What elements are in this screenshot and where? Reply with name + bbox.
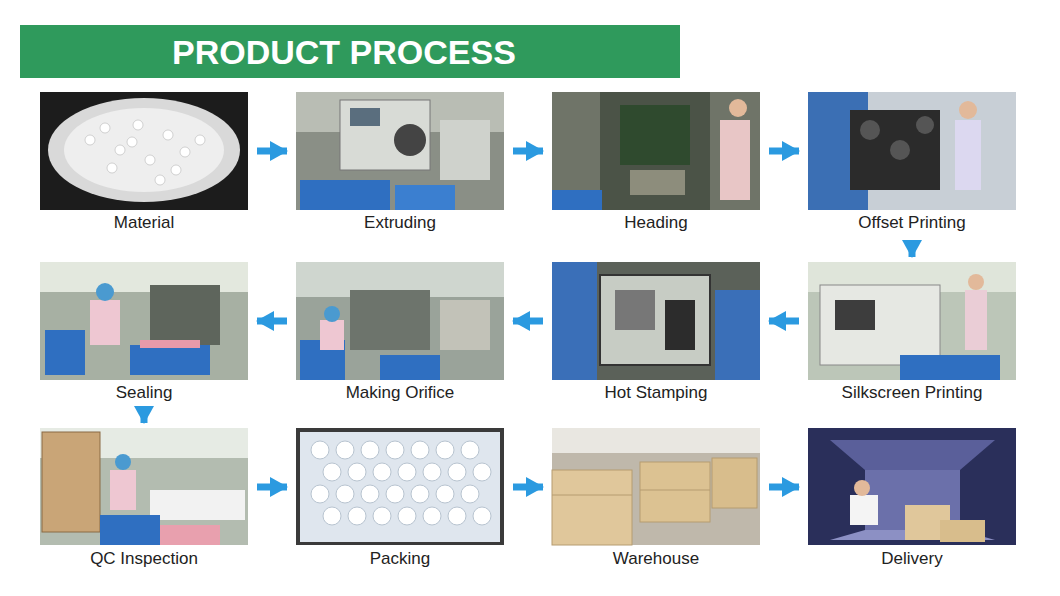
step-caption: Material	[36, 213, 252, 233]
step-caption: Heading	[548, 213, 764, 233]
flow-arrow	[257, 318, 287, 325]
process-step: Hot Stamping	[548, 262, 764, 405]
warehouse-photo	[552, 428, 760, 545]
process-step: Silkscreen Printing	[804, 262, 1020, 405]
flow-arrow	[513, 484, 543, 491]
process-step: Heading	[548, 92, 764, 235]
step-caption: Hot Stamping	[548, 383, 764, 403]
flow-arrow	[257, 484, 287, 491]
flow-arrow	[909, 240, 916, 257]
hot-stamping-photo	[552, 262, 760, 380]
step-caption: Packing	[292, 549, 508, 569]
step-caption: Extruding	[292, 213, 508, 233]
heading-photo	[552, 92, 760, 210]
process-step: Making Orifice	[292, 262, 508, 405]
flow-arrow	[769, 318, 799, 325]
silkscreen-printing-photo	[808, 262, 1016, 380]
making-orifice-photo	[296, 262, 504, 380]
step-caption: Silkscreen Printing	[804, 383, 1020, 403]
flow-arrow	[141, 410, 148, 423]
qc-inspection-photo	[40, 428, 248, 545]
sealing-photo	[40, 262, 248, 380]
step-caption: Making Orifice	[292, 383, 508, 403]
process-step: Material	[36, 92, 252, 235]
process-step: Offset Printing	[804, 92, 1020, 235]
title-band: PRODUCT PROCESS	[20, 25, 680, 78]
step-caption: Offset Printing	[804, 213, 1020, 233]
material-photo	[40, 92, 248, 210]
process-step: Extruding	[292, 92, 508, 235]
flow-arrow	[769, 148, 799, 155]
flow-arrow	[513, 318, 543, 325]
process-step: Packing	[292, 428, 508, 571]
extruding-photo	[296, 92, 504, 210]
flow-arrow	[513, 148, 543, 155]
flow-arrow	[257, 148, 287, 155]
process-step: Warehouse	[548, 428, 764, 571]
process-step: Delivery	[804, 428, 1020, 571]
offset-printing-photo	[808, 92, 1016, 210]
delivery-photo	[808, 428, 1016, 545]
process-step: QC Inspection	[36, 428, 252, 571]
step-caption: Sealing	[36, 383, 252, 403]
title-text: PRODUCT PROCESS	[172, 33, 516, 71]
packing-photo	[296, 428, 504, 545]
step-caption: Warehouse	[548, 549, 764, 569]
step-caption: Delivery	[804, 549, 1020, 569]
step-caption: QC Inspection	[36, 549, 252, 569]
flow-arrow	[769, 484, 799, 491]
process-step: Sealing	[36, 262, 252, 405]
